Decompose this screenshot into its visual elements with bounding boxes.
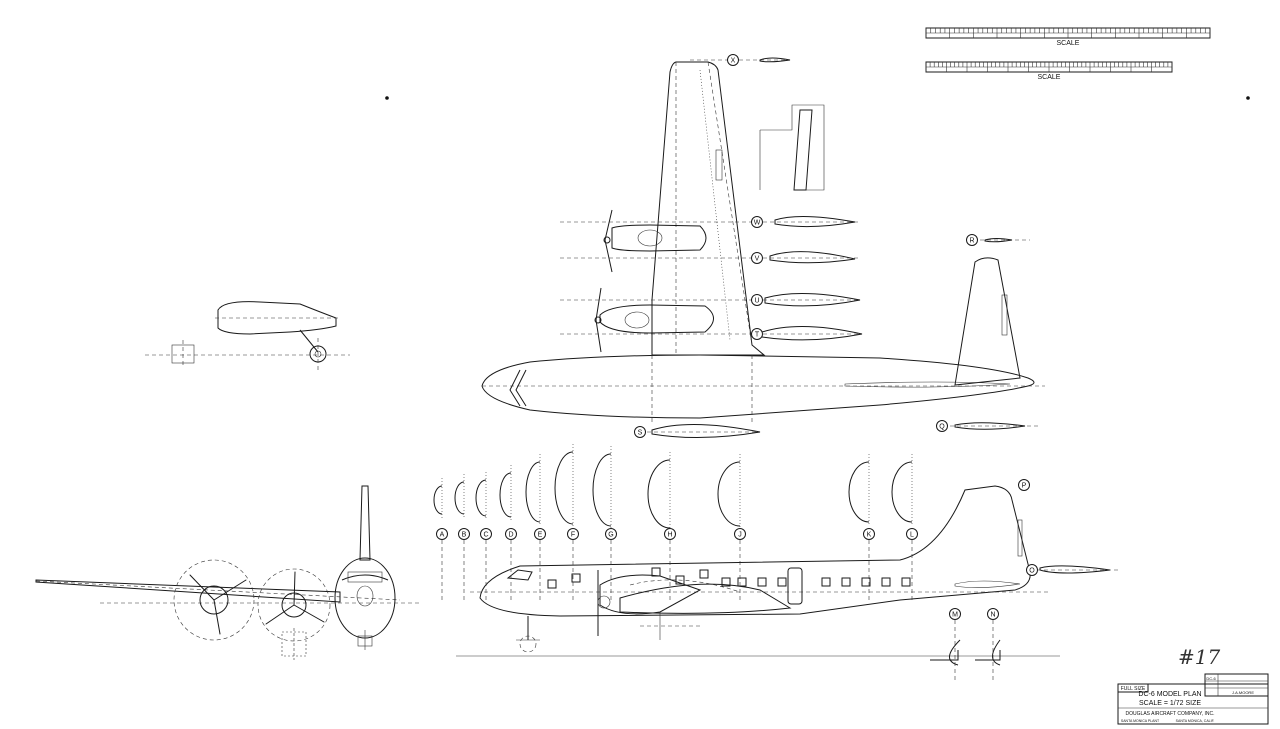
fuselage-window	[571, 573, 581, 583]
nacelle-side-detail	[145, 301, 350, 372]
title-block: FULL SIZE DC-6 MODEL PLAN SCALE = 1/72 S…	[1117, 673, 1269, 725]
fuselage-window	[547, 579, 557, 589]
svg-text:B: B	[462, 531, 467, 538]
plant-right: SANTA MONICA, CALIF.	[1176, 719, 1215, 723]
section-callout-g: G	[605, 528, 617, 540]
section-callout-x: X	[727, 54, 739, 66]
fuselage-window	[721, 577, 731, 587]
svg-text:U: U	[754, 297, 759, 304]
drawn-by: J.A.MOORE	[1232, 690, 1254, 695]
section-callout-k: K	[863, 528, 875, 540]
company-name: DOUGLAS AIRCRAFT COMPANY, INC.	[1126, 711, 1215, 717]
fuselage-window	[777, 577, 787, 587]
svg-text:W: W	[754, 219, 761, 226]
registration-dot	[385, 96, 389, 100]
front-view	[35, 485, 420, 660]
svg-text:E: E	[538, 531, 543, 538]
registration-dot	[1246, 96, 1250, 100]
svg-text:X: X	[731, 57, 736, 64]
section-callout-a: A	[436, 528, 448, 540]
section-callout-r: R	[966, 234, 978, 246]
side-view: A B C D E F G H J K L P O M N	[433, 444, 1120, 680]
section-callout-j: J	[734, 528, 746, 540]
svg-text:M: M	[952, 611, 958, 618]
section-callout-d: D	[505, 528, 517, 540]
section-callout-v: V	[751, 252, 763, 264]
fuselage-window	[881, 577, 891, 587]
fuselage-window	[821, 577, 831, 587]
section-callout-b: B	[458, 528, 470, 540]
section-callout-m: M	[949, 608, 961, 620]
svg-text:R: R	[969, 237, 974, 244]
scale-bar-bottom: SCALE	[925, 61, 1173, 81]
svg-text:T: T	[755, 331, 760, 338]
scale-bottom-label: SCALE	[1038, 74, 1061, 81]
drawing-title: DC-6 MODEL PLAN	[1138, 691, 1201, 698]
plant-left: SANTA MONICA PLANT	[1121, 719, 1160, 723]
svg-text:S: S	[638, 429, 643, 436]
svg-text:G: G	[608, 531, 613, 538]
fuselage-window	[757, 577, 767, 587]
fuselage-window	[699, 569, 709, 579]
section-callout-h: H	[664, 528, 676, 540]
section-callout-n: N	[987, 608, 999, 620]
section-callout-f: F	[567, 528, 579, 540]
section-callout-u: U	[751, 294, 763, 306]
svg-text:C: C	[483, 531, 488, 538]
fuselage-window	[651, 567, 661, 577]
section-callout-w: W	[751, 216, 763, 228]
svg-text:F: F	[571, 531, 575, 538]
fuselage-window	[737, 577, 747, 587]
svg-text:J: J	[738, 531, 742, 538]
svg-text:K: K	[867, 531, 872, 538]
svg-text:A: A	[440, 531, 445, 538]
fuselage-window	[841, 577, 851, 587]
svg-text:N: N	[990, 611, 995, 618]
section-callout-s: S	[634, 426, 646, 438]
svg-text:L: L	[910, 531, 914, 538]
section-callout-e: E	[534, 528, 546, 540]
svg-text:D: D	[508, 531, 513, 538]
section-callout-o: O	[1026, 564, 1038, 576]
handwritten-mark: #17	[1178, 645, 1220, 669]
scale-top-label: SCALE	[1057, 40, 1080, 47]
fuselage-window	[675, 575, 685, 585]
title-block-scale-box: FULL SIZE	[1121, 686, 1146, 692]
plan-view: X W V U T S R Q	[481, 54, 1045, 439]
section-callout-l: L	[906, 528, 918, 540]
fuselage-window	[901, 577, 911, 587]
section-callout-p: P	[1018, 479, 1030, 491]
section-callout-q: Q	[936, 420, 948, 432]
section-callout-t: T	[751, 328, 763, 340]
svg-text:Q: Q	[939, 423, 945, 430]
section-callout-c: C	[480, 528, 492, 540]
fuselage-window	[861, 577, 871, 587]
scale-bar-top: SCALE	[925, 27, 1211, 47]
svg-text:V: V	[755, 255, 760, 262]
svg-text:P: P	[1022, 482, 1027, 489]
svg-text:H: H	[667, 531, 672, 538]
model-code: DC-6	[1206, 676, 1216, 681]
drawing-scale: SCALE = 1/72 SIZE	[1139, 700, 1201, 707]
svg-text:O: O	[1029, 567, 1035, 574]
